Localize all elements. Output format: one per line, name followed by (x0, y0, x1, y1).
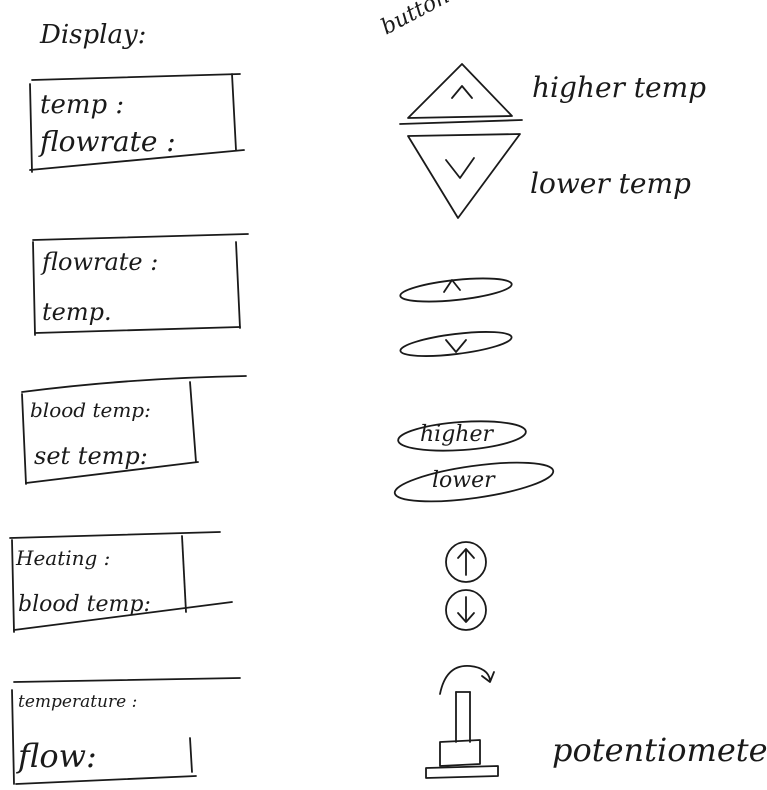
button-set-2-ovals (399, 277, 513, 357)
display-1-line-2: flowrate : (40, 125, 176, 158)
display-box-4-frame (9, 531, 233, 633)
display-box-2-frame (32, 233, 249, 336)
display-4-line-2: blood temp: (18, 592, 151, 617)
display-2-line-2: temp. (42, 298, 112, 326)
display-box-5-frame (11, 677, 241, 785)
potentiometer-label: potentiometer? (552, 731, 767, 769)
display-2-line-1: flowrate : (42, 248, 159, 276)
potentiometer-icon (425, 665, 499, 779)
lower-button-text: lower (432, 468, 495, 493)
display-5-line-1: temperature : (18, 692, 138, 712)
higher-button-text: higher (420, 422, 493, 447)
display-3-line-1: blood temp: (30, 398, 151, 422)
caret-up-icon (451, 85, 473, 99)
display-4-line-1: Heating : (16, 546, 111, 570)
button-set-3-ovals (393, 420, 555, 503)
display-3-line-2: set temp: (34, 442, 148, 470)
display-heading: Display: (40, 20, 147, 50)
display-box-3-frame (21, 375, 247, 485)
display-5-line-2: flow: (18, 737, 97, 775)
caret-up-icon (443, 279, 461, 293)
arrow-down-icon (445, 589, 487, 631)
caret-down-icon (445, 339, 467, 353)
button-set-1-triangles (399, 63, 523, 219)
arrow-up-icon (445, 541, 487, 583)
display-1-line-1: temp : (40, 90, 125, 120)
caret-down-icon (445, 157, 475, 179)
higher-temp-label: higher temp (532, 71, 707, 104)
lower-temp-label: lower temp (530, 167, 691, 200)
display-box-1-frame (29, 73, 245, 173)
